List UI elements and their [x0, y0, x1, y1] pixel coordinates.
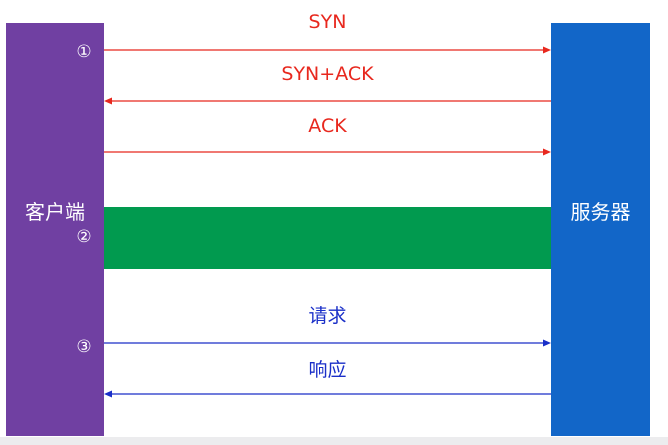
step-1-marker: ①	[76, 42, 92, 62]
server-bar: 服务器	[551, 23, 650, 436]
request-label: 请求	[308, 305, 347, 327]
server-label: 服务器	[570, 200, 631, 224]
client-bar: 客户端	[6, 23, 104, 436]
step-2-marker: ②	[76, 227, 92, 247]
response-label: 响应	[308, 359, 347, 381]
ack-arrow	[104, 148, 551, 156]
syn-label: SYN	[308, 11, 347, 33]
bottom-strip	[0, 437, 668, 445]
response-arrow	[104, 390, 551, 398]
syn-ack-arrow	[104, 97, 551, 105]
ack-label: ACK	[308, 115, 347, 137]
client-label: 客户端	[25, 200, 85, 224]
step-3-marker: ③	[76, 337, 92, 357]
syn-arrow	[104, 46, 551, 54]
green-band	[104, 207, 551, 269]
syn-ack-label: SYN+ACK	[281, 63, 374, 85]
request-arrow	[104, 339, 551, 347]
